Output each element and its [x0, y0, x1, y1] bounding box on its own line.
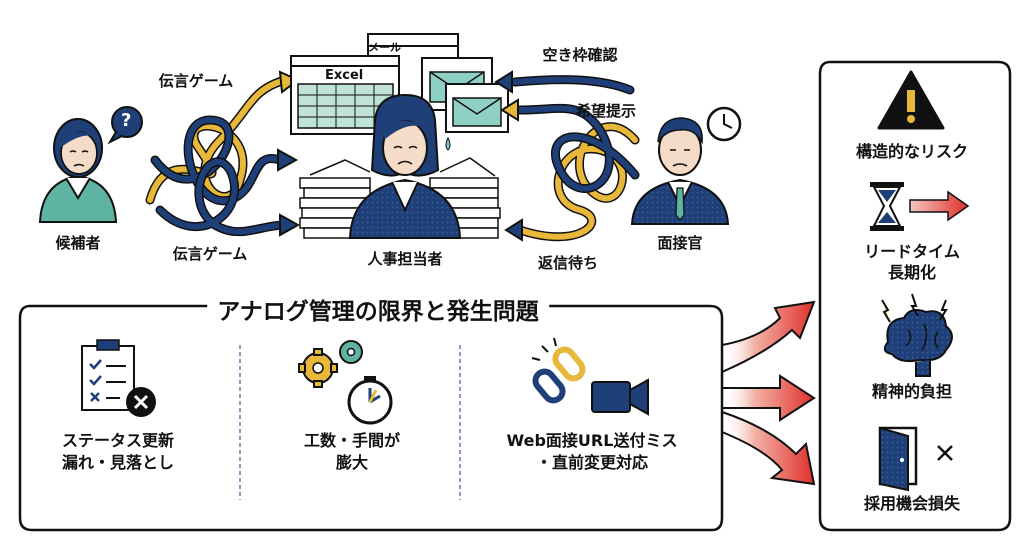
wait-reply-label: 返信待ち	[537, 254, 599, 272]
arrowhead	[494, 70, 513, 94]
question-mark: ?	[121, 110, 132, 131]
problem-line: Web面接URL送付ミス	[506, 431, 678, 450]
broken-link-video-icon	[531, 337, 649, 416]
interviewer-label: 面接官	[657, 234, 703, 252]
risk-lead-time: リードタイム 長期化	[864, 242, 960, 284]
question-bubble-icon	[107, 106, 143, 145]
problem-line: 工数・手間が	[303, 431, 401, 450]
clock-icon	[706, 106, 742, 142]
message-game-bottom-label: 伝言ゲーム	[172, 245, 248, 263]
arrowhead	[277, 148, 299, 172]
checklist-icon	[81, 339, 156, 417]
risk-line: 長期化	[887, 262, 936, 282]
excel-window-title: Excel	[325, 68, 364, 83]
problem-item-web-url: Web面接URL送付ミス ・直前変更対応	[507, 430, 678, 475]
hourglass-arrow-icon	[870, 182, 970, 231]
risk-lost-opportunity: 採用機会損失	[864, 494, 960, 515]
impact-arrows	[721, 300, 816, 486]
gears-stopwatch-icon	[298, 340, 393, 425]
message-game-top-label: 伝言ゲーム	[158, 72, 234, 90]
present-wishes-label: 希望提示	[575, 102, 637, 120]
risk-line: 精神的負担	[871, 382, 953, 401]
stressed-brain-icon	[881, 293, 953, 377]
arrowhead	[279, 213, 301, 237]
panel-title: アナログ管理の限界と発生問題	[207, 292, 549, 326]
hr-staff-figure	[348, 93, 462, 239]
candidate-label: 候補者	[55, 234, 101, 252]
arrowhead	[504, 218, 523, 242]
problem-item-status: ステータス更新 漏れ・見落とし	[62, 430, 174, 475]
problems-panel-frame	[18, 304, 724, 532]
problem-line: 漏れ・見落とし	[61, 453, 175, 473]
risks-panel-frame	[818, 60, 1012, 532]
risk-mental-burden: 精神的負担	[872, 382, 952, 403]
right-message-tangle	[510, 75, 640, 242]
arrowhead	[500, 98, 519, 122]
interviewer-figure	[630, 117, 730, 225]
candidate-figure	[38, 118, 118, 223]
risk-line: 構造的なリスク	[855, 142, 969, 161]
problem-line: ・直前変更対応	[535, 453, 648, 473]
left-message-tangle	[145, 75, 290, 237]
envelope-window	[445, 83, 509, 133]
problem-item-workload: 工数・手間が 膨大	[304, 430, 400, 475]
mail-window-title: メール	[368, 41, 401, 54]
risk-line: リードタイム	[864, 242, 960, 261]
hr-staff-label: 人事担当者	[367, 250, 443, 268]
open-door-icon	[878, 426, 953, 492]
risk-line: 採用機会損失	[863, 494, 961, 513]
problem-line: ステータス更新	[61, 431, 175, 450]
problem-line: 膨大	[335, 453, 369, 473]
risk-structural: 構造的なリスク	[856, 142, 968, 163]
warning-icon	[877, 70, 945, 130]
check-slots-label: 空き枠確認	[542, 46, 618, 64]
